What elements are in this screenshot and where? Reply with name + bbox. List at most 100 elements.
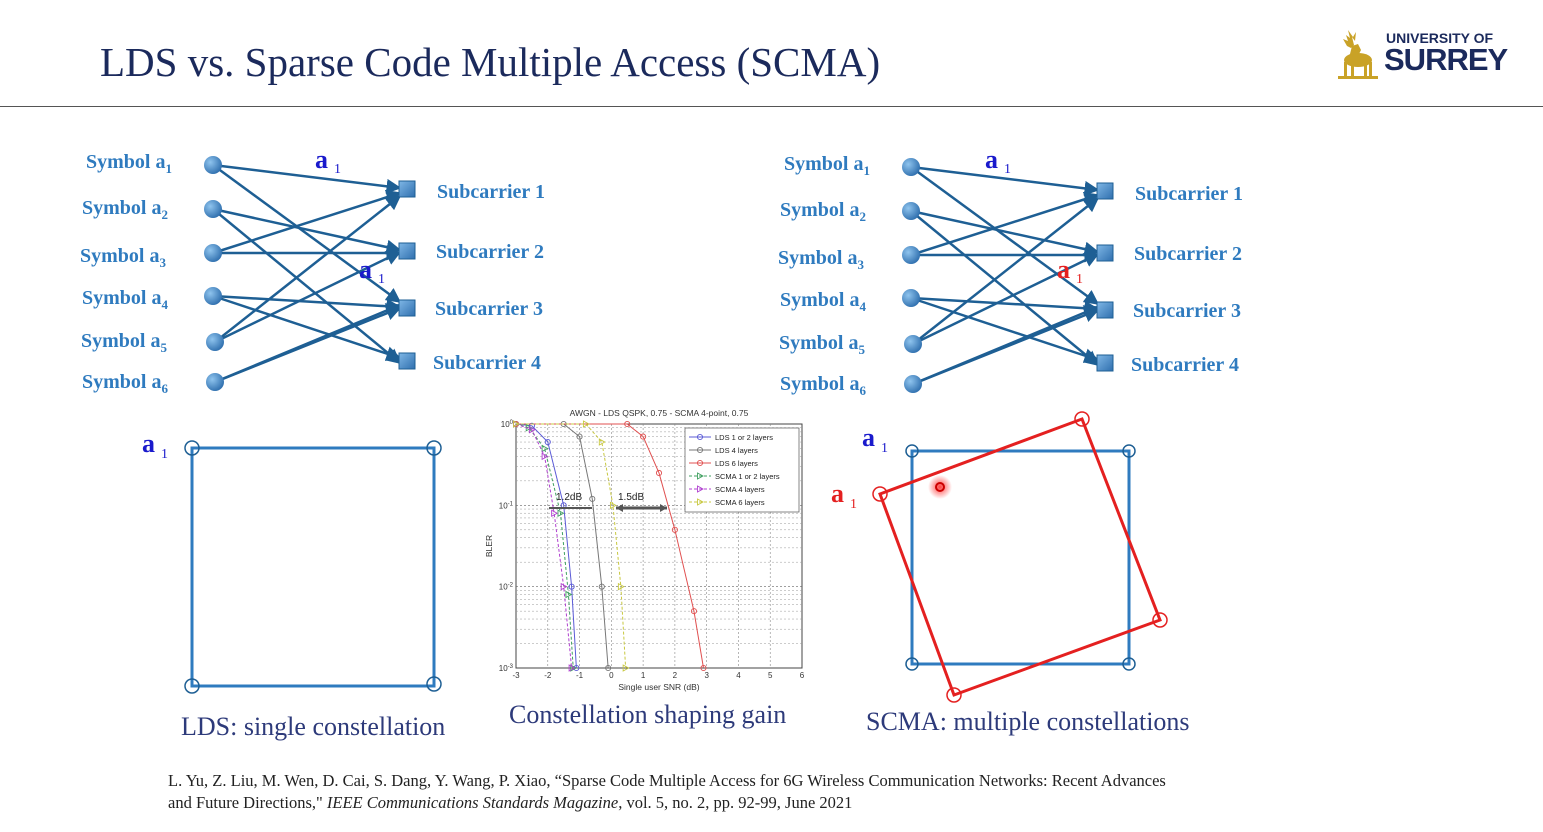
constellation-point <box>905 657 919 671</box>
series-point <box>589 495 596 502</box>
cursor-dot <box>928 475 952 499</box>
series-point <box>513 420 520 428</box>
symbol-label: Symbol a5 <box>81 330 167 355</box>
caption-left: LDS: single constellation <box>181 712 446 741</box>
reference-line-2: and Future Directions," IEEE Communicati… <box>168 793 853 812</box>
y-tick-label: 100 <box>501 420 514 429</box>
logo-text-bottom: SURREY <box>1384 42 1508 77</box>
symbol-node <box>204 287 222 305</box>
subcarrier-node <box>398 242 416 260</box>
symbol-node <box>902 289 920 307</box>
title-divider <box>0 106 1543 107</box>
scma-symbol-nodes <box>902 158 922 393</box>
legend-label: LDS 4 layers <box>715 446 758 455</box>
subcarrier-node <box>1096 301 1114 319</box>
series-point <box>655 469 663 477</box>
symbol-label: Symbol a4 <box>780 289 866 314</box>
series-point <box>568 664 576 672</box>
reference-citation: L. Yu, Z. Liu, M. Wen, D. Cai, S. Dang, … <box>168 770 1166 814</box>
constellation-point <box>184 440 200 456</box>
legend-marker <box>696 433 704 441</box>
constellation-point <box>1074 411 1090 427</box>
bler-chart: AWGN - LDS QSPK, 0.75 - SCMA 4-point, 0.… <box>484 408 805 692</box>
series-point <box>598 438 606 446</box>
legend-label: LDS 6 layers <box>715 459 758 468</box>
series-point <box>605 664 612 672</box>
subcarrier-label: Subcarrier 1 <box>437 181 545 203</box>
symbol-label: Symbol a1 <box>86 151 172 176</box>
scma-subcarrier-nodes <box>1096 182 1114 372</box>
symbol-label: Symbol a6 <box>780 373 866 398</box>
chart-xlabel: Single user SNR (dB) <box>618 682 699 692</box>
annotation-label: 1.2dB <box>556 492 582 503</box>
symbol-node <box>206 373 224 391</box>
x-tick-label: 6 <box>800 671 805 680</box>
legend-marker <box>697 498 704 506</box>
subcarrier-node <box>1096 244 1114 262</box>
chart-ylabel: BLER <box>484 535 494 557</box>
symbol-label: Symbol a5 <box>779 332 865 357</box>
constellation-point <box>184 678 200 694</box>
subcarrier-label: Subcarrier 2 <box>436 241 544 263</box>
lds-edges <box>212 163 402 384</box>
lds-symbol-nodes <box>204 156 224 391</box>
x-tick-label: -3 <box>512 671 520 680</box>
series-point <box>582 420 590 428</box>
series-point <box>609 501 617 510</box>
subcarrier-label: Subcarrier 3 <box>435 298 543 320</box>
symbol-label: Symbol a4 <box>82 287 168 312</box>
lds-subcarrier-nodes <box>398 180 416 370</box>
legend-box <box>684 427 800 513</box>
symbol-label: Symbol a6 <box>82 371 168 396</box>
constellation-point <box>905 444 919 458</box>
constellation-point <box>946 687 962 703</box>
symbol-node <box>904 375 922 393</box>
subcarrier-node <box>1096 182 1114 200</box>
journal-name: IEEE Communications Standards Magazine <box>326 793 619 812</box>
caption-middle: Constellation shaping gain <box>509 700 787 729</box>
series-point <box>624 420 631 428</box>
x-tick-label: 3 <box>704 671 709 680</box>
x-tick-label: 4 <box>736 671 741 680</box>
series-line <box>515 423 573 669</box>
cursor-dot-ring <box>935 482 945 492</box>
x-tick-label: 1 <box>641 671 646 680</box>
legend-label: SCMA 4 layers <box>715 485 765 494</box>
scma-edges <box>910 165 1100 386</box>
symbol-label: Symbol a3 <box>80 245 166 270</box>
subcarrier-label: Subcarrier 4 <box>1131 354 1239 376</box>
constellation-point <box>426 676 442 692</box>
x-tick-label: -2 <box>544 671 552 680</box>
symbol-node <box>904 335 922 353</box>
symbol-label: Symbol a2 <box>82 197 168 222</box>
series-point <box>565 590 573 599</box>
series-point <box>544 438 551 446</box>
series-point <box>560 582 568 591</box>
reference-line-1: L. Yu, Z. Liu, M. Wen, D. Cai, S. Dang, … <box>168 771 1166 790</box>
symbol-node <box>902 158 920 176</box>
stag-icon <box>1338 30 1378 79</box>
subcarrier-label: Subcarrier 2 <box>1134 243 1242 265</box>
series-point <box>551 509 559 517</box>
constellation-point <box>872 486 888 502</box>
legend-marker <box>696 459 704 467</box>
legend-label: SCMA 1 or 2 layers <box>715 472 780 481</box>
rotated-constellation <box>878 417 1162 697</box>
series-point <box>576 433 583 440</box>
x-tick-label: 0 <box>609 671 614 680</box>
chart-title: AWGN - LDS QSPK, 0.75 - SCMA 4-point, 0.… <box>570 408 749 418</box>
symbol-node <box>902 246 920 264</box>
y-tick-label: 10-3 <box>499 664 514 673</box>
symbol-node <box>204 244 222 262</box>
x-tick-label: -1 <box>576 671 584 680</box>
constellation-point <box>1122 444 1136 458</box>
series-point <box>528 425 536 434</box>
x-tick-label: 5 <box>768 671 773 680</box>
